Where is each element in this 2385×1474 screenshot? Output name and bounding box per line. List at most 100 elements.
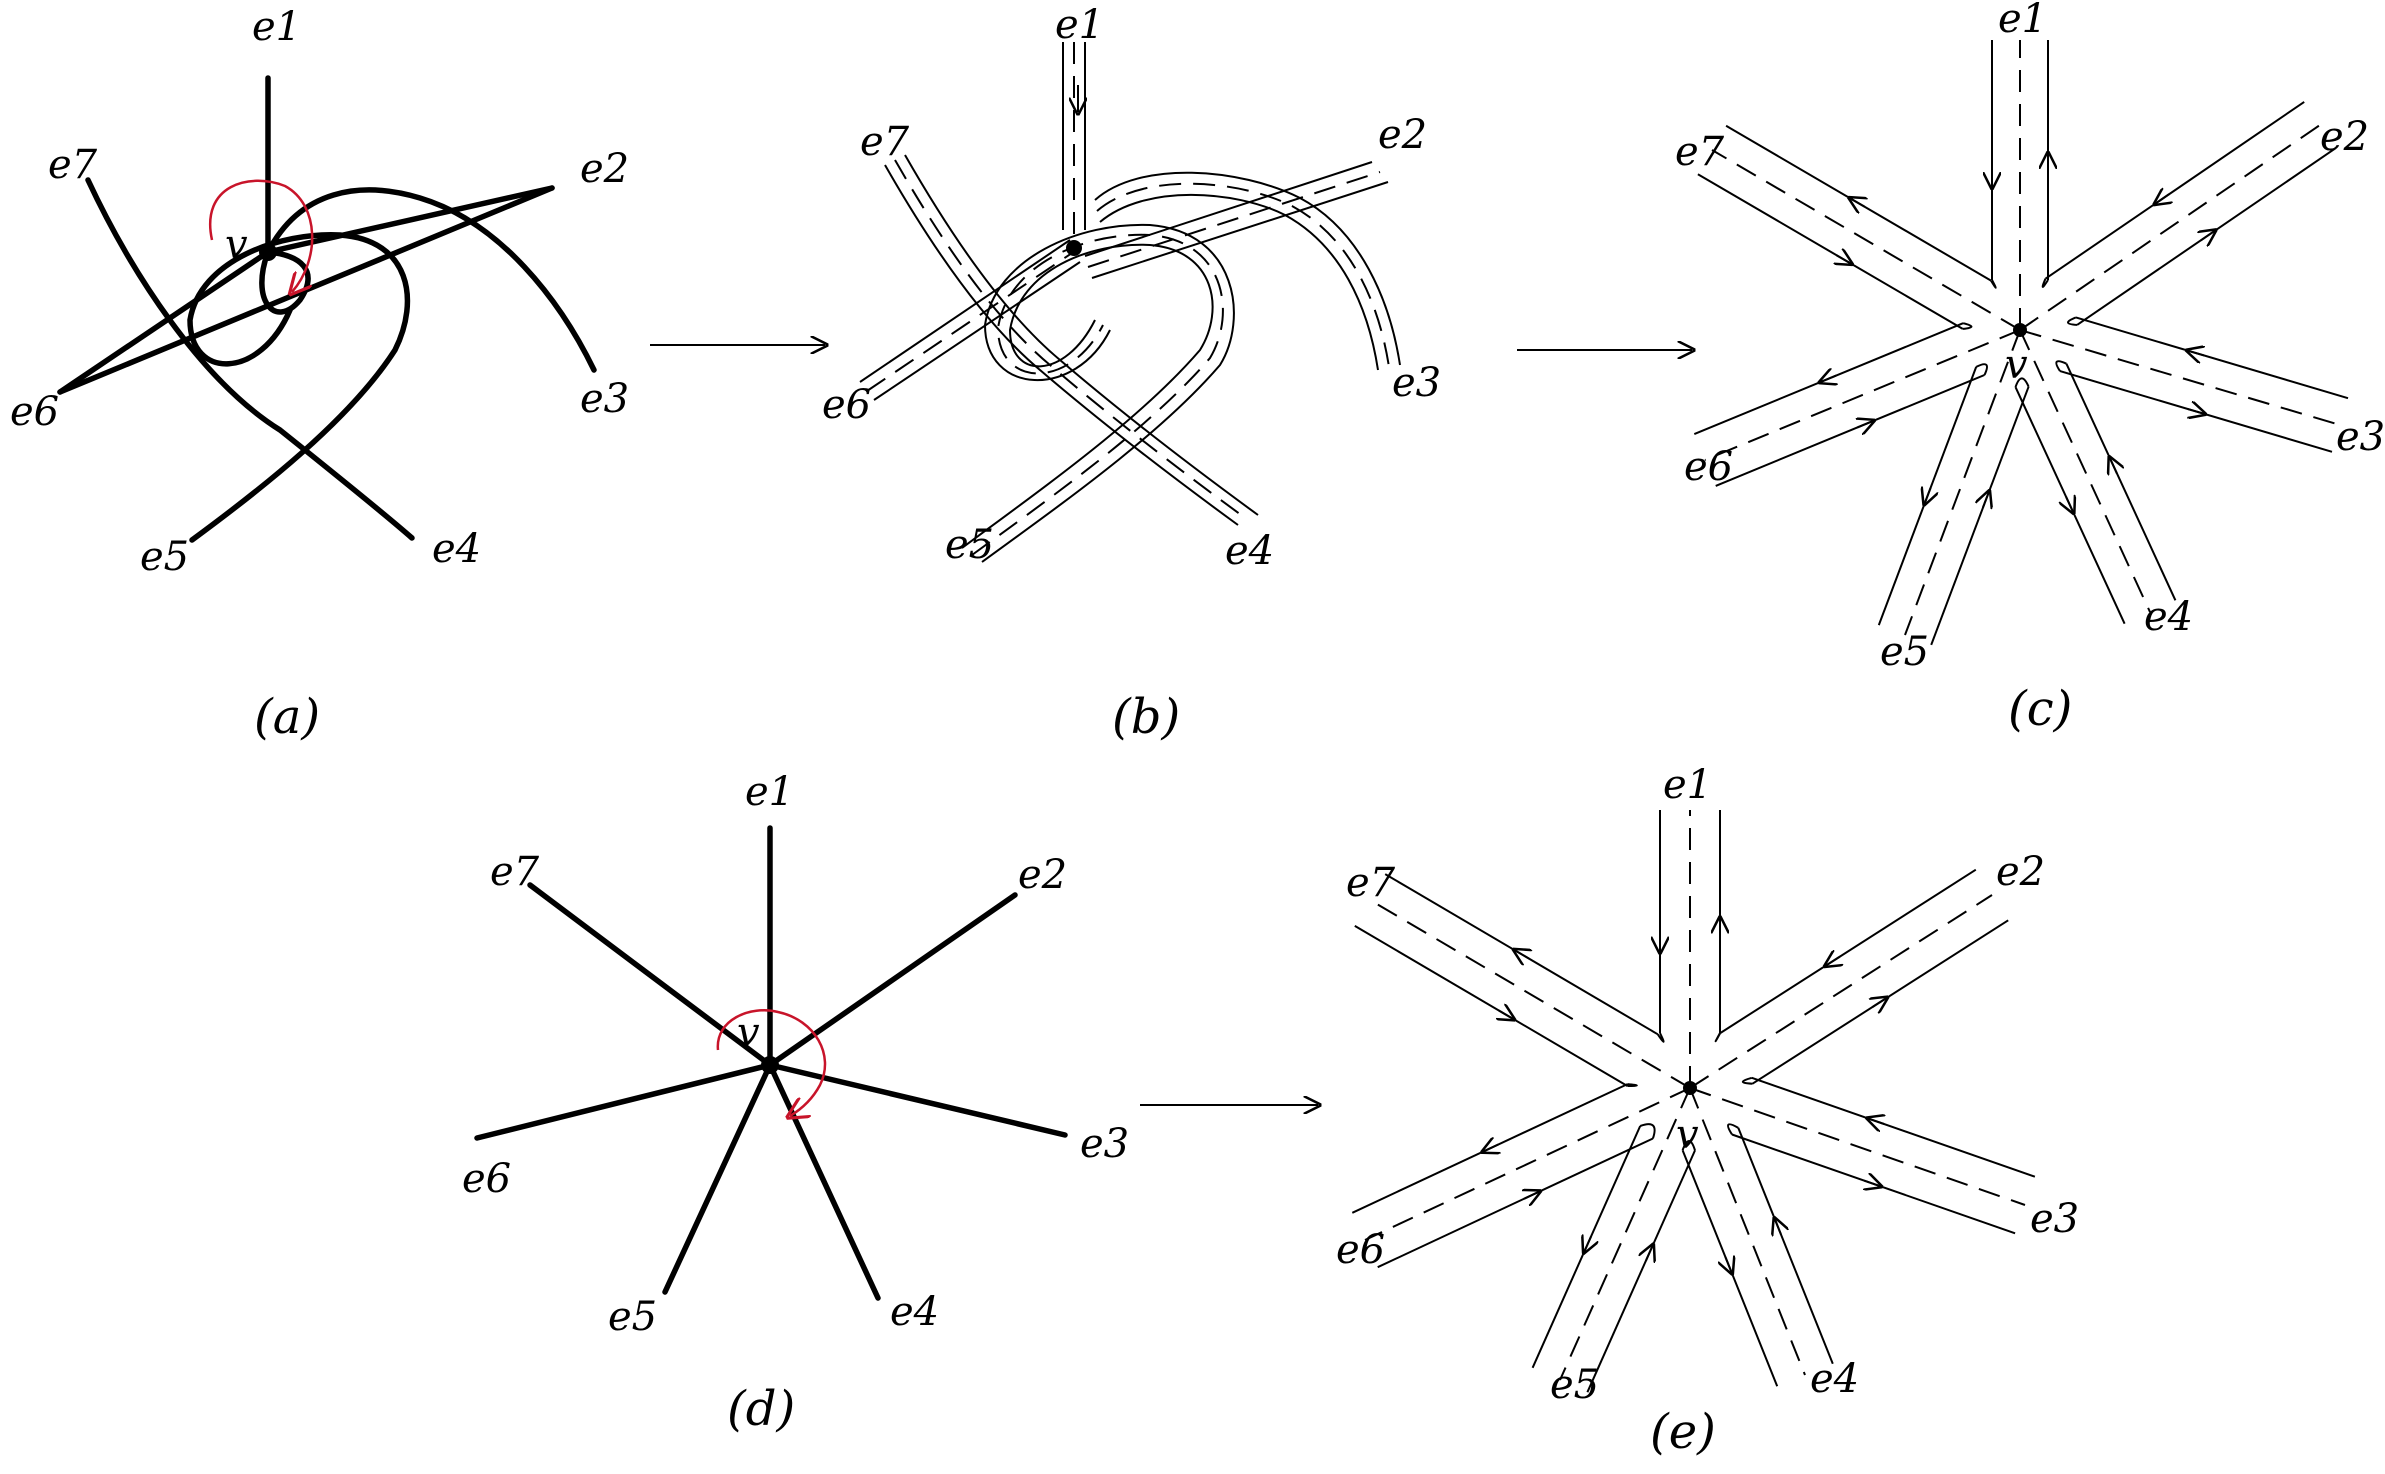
caption-c: (c) [2008,681,2072,737]
panel-b: e1 e2 e3 e4 e5 e6 e7 (b) [822,2,1441,745]
panel-c [1693,40,2349,646]
label-e4-a: e4 [432,526,481,572]
edge-e7 [85,177,415,541]
vertex-dot [1683,1081,1697,1095]
edge-boundary [2075,316,2349,400]
label-e1-b: e1 [1055,2,1104,48]
corner-arc [1656,1032,1665,1043]
direction-arrow [1821,376,1836,382]
edge-boundary [1377,1137,1654,1269]
label-e6-e: e6 [1336,1227,1385,1273]
label-e1-e: e1 [1663,762,1712,808]
edge-centerline [2019,124,2321,331]
label-e6-d: e6 [462,1156,511,1202]
corner-arc [1962,322,1973,330]
label-e7-e: e7 [1346,860,1396,906]
vertex-label-d: v [737,1010,760,1056]
label-e2-c: e2 [2320,114,2369,160]
edge-centerline [1711,149,2021,331]
loop-a [259,249,311,315]
direction-arrow [2110,459,2117,474]
edge-centerline [1689,1087,2026,1206]
label-e7-c: e7 [1675,129,1725,175]
corner-arc [2014,377,2030,388]
label-e3-a: e3 [580,376,629,422]
edge-centerline [2019,329,2341,426]
vertex-dot [2013,323,2027,337]
direction-arrow [1837,255,1851,263]
vertex-v-a [259,243,277,261]
direction-arrow [1515,951,1529,959]
edge-centerline [1704,329,2021,461]
direction-arrow [1983,493,1989,508]
direction-arrow [1484,1144,1499,1151]
panel-a: v e1 e2 e3 e4 e5 e6 e7 (a) [10,4,629,745]
corner-arc [1741,1076,1753,1085]
edge-e6-d [474,1062,773,1141]
corner-arc [2055,360,2067,372]
direction-arrow [1872,999,1885,1008]
direction-arrow [1646,1246,1653,1261]
label-e5-b: e5 [945,522,994,568]
panel-d: v e1 e2 e3 e4 e5 e6 e7 (d) [462,769,1129,1437]
direction-arrow [1925,488,1931,503]
edge-e5-d [662,1062,773,1295]
label-e3-e: e3 [2030,1196,2079,1242]
corner-arc [1639,1123,1656,1139]
direction-arrow [1827,957,1840,966]
corner-arc [2067,316,2078,326]
edge-e2 [265,185,555,255]
edge-e7-d [527,882,773,1068]
edge-centerline [1904,329,2021,636]
direction-arrow [1585,1236,1592,1251]
label-e5-d: e5 [608,1294,657,1340]
direction-arrow [2201,231,2214,240]
edge-e3-d [767,1062,1068,1138]
label-e2-e: e2 [1996,849,2045,895]
label-e3-c: e3 [2336,414,2385,460]
vertex-b [1066,240,1082,256]
edge-boundary [1354,925,1628,1087]
label-e4-d: e4 [890,1289,939,1335]
corner-arc [1627,1083,1638,1087]
edge-boundary [1586,1149,1696,1393]
label-e5-a: e5 [140,534,189,580]
label-e3-b: e3 [1392,360,1441,406]
label-e2-b: e2 [1378,112,1427,158]
label-e4-c: e4 [2144,594,2193,640]
edge-boundary [1719,868,1977,1034]
label-e6-a: e6 [10,389,59,435]
corner-arc [1990,279,1997,289]
edge-centerline [1689,894,1993,1089]
edge-boundary [2044,101,2305,280]
corner-arc [1681,1139,1696,1151]
edge-e2-d [767,892,1018,1068]
label-e1-d: e1 [745,769,794,815]
edge-centerline [1559,1087,1691,1381]
label-e6-c: e6 [1684,444,1733,490]
label-e2-d: e2 [1018,852,1067,898]
label-e6-b: e6 [822,382,871,428]
label-e5-e: e5 [1550,1362,1599,1408]
direction-arrow [2156,194,2169,203]
direction-arrow [1857,421,1872,427]
direction-arrow [2066,497,2073,512]
direction-arrow [2189,351,2204,356]
direction-arrow [1851,199,1865,207]
vertex-label-c: v [2005,342,2028,388]
corner-arc [1727,1123,1739,1136]
direction-arrow [1499,1011,1513,1019]
edge-centerline [1369,899,1691,1089]
edge-e6 [57,249,271,395]
label-e2-a: e2 [580,146,629,192]
edge-boundary [1930,386,2030,646]
label-e7-a: e7 [48,142,98,188]
edge-e4-d [767,1062,881,1301]
direction-arrow [1869,1119,1884,1124]
edge-centerline [1689,1087,1806,1376]
label-e7-d: e7 [490,849,540,895]
caption-b: (b) [1112,689,1180,745]
edge-e3 [265,187,597,373]
edge-boundary [1751,1076,2036,1178]
